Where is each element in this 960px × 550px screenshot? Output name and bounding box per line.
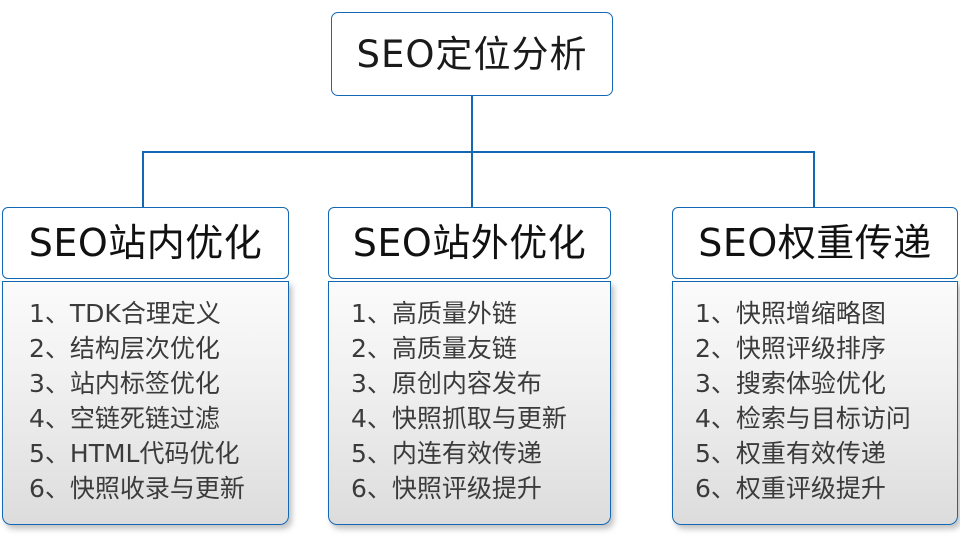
branch-column-2: SEO站外优化 1、 高质量外链 2、 高质量友链 3、 原创内容发布 4、 快 (328, 207, 611, 525)
list-item-index: 1、 (29, 299, 70, 328)
list-item: 3、 站内标签优化 (29, 366, 288, 401)
list-item: 3、 搜索体验优化 (695, 366, 957, 401)
list-item-index: 5、 (29, 439, 70, 468)
list-item-text: 空链死链过滤 (69, 404, 220, 433)
list-item-index: 6、 (29, 474, 70, 503)
list-item-index: 6、 (351, 474, 392, 503)
list-item-text: 搜索体验优化 (735, 369, 886, 398)
list-item: 1、 TDK合理定义 (29, 296, 288, 331)
list-item-text: 权重评级提升 (735, 474, 886, 503)
branch-header-1: SEO站内优化 (2, 207, 289, 279)
branch-item-list-2: 1、 高质量外链 2、 高质量友链 3、 原创内容发布 4、 快照抓取与更新 5… (329, 296, 610, 506)
list-item-text: 高质量友链 (391, 334, 517, 363)
list-item-text: 快照抓取与更新 (391, 404, 567, 433)
list-item-text: 站内标签优化 (69, 369, 220, 398)
list-item: 4、 快照抓取与更新 (351, 401, 610, 436)
list-item: 4、 检索与目标访问 (695, 401, 957, 436)
list-item-index: 4、 (351, 404, 392, 433)
connector-drop-branch-3 (813, 151, 815, 208)
list-item-index: 3、 (351, 369, 392, 398)
branch-column-3: SEO权重传递 1、 快照增缩略图 2、 快照评级排序 3、 搜索体验优化 4、 (672, 207, 958, 525)
branch-header-label-2: SEO站外优化 (352, 221, 587, 265)
root-node: SEO定位分析 (331, 12, 613, 96)
list-item-text: 快照收录与更新 (69, 474, 245, 503)
list-item: 2、 快照评级排序 (695, 331, 957, 366)
list-item-index: 5、 (695, 439, 736, 468)
list-item-index: 4、 (29, 404, 70, 433)
list-item-text: HTML代码优化 (69, 439, 240, 468)
branch-header-2: SEO站外优化 (328, 207, 611, 279)
list-item-index: 4、 (695, 404, 736, 433)
list-item-text: 快照评级排序 (735, 334, 886, 363)
list-item: 5、 内连有效传递 (351, 436, 610, 471)
branch-item-list-1: 1、 TDK合理定义 2、 结构层次优化 3、 站内标签优化 4、 空链死链过滤… (3, 296, 288, 506)
list-item: 4、 空链死链过滤 (29, 401, 288, 436)
list-item: 6、 权重评级提升 (695, 471, 957, 506)
list-item-text: 高质量外链 (391, 299, 517, 328)
branch-item-list-3: 1、 快照增缩略图 2、 快照评级排序 3、 搜索体验优化 4、 检索与目标访问… (673, 296, 957, 506)
branch-body-3: 1、 快照增缩略图 2、 快照评级排序 3、 搜索体验优化 4、 检索与目标访问… (672, 281, 958, 525)
list-item-index: 6、 (695, 474, 736, 503)
list-item-index: 3、 (695, 369, 736, 398)
list-item-index: 1、 (351, 299, 392, 328)
connector-horizontal-bus (142, 151, 815, 153)
list-item: 3、 原创内容发布 (351, 366, 610, 401)
list-item-index: 2、 (695, 334, 736, 363)
list-item-text: 原创内容发布 (391, 369, 542, 398)
list-item-text: 快照评级提升 (391, 474, 542, 503)
root-node-label: SEO定位分析 (356, 32, 588, 76)
list-item: 5、 权重有效传递 (695, 436, 957, 471)
branch-column-1: SEO站内优化 1、 TDK合理定义 2、 结构层次优化 3、 站内标签优化 4… (2, 207, 289, 525)
list-item-text: 内连有效传递 (391, 439, 542, 468)
branch-header-label-3: SEO权重传递 (698, 221, 932, 265)
connector-drop-branch-2 (471, 151, 473, 208)
list-item-text: 检索与目标访问 (735, 404, 911, 433)
list-item-index: 5、 (351, 439, 392, 468)
branch-body-1: 1、 TDK合理定义 2、 结构层次优化 3、 站内标签优化 4、 空链死链过滤… (2, 281, 289, 525)
list-item: 2、 结构层次优化 (29, 331, 288, 366)
connector-root-stem (471, 95, 473, 153)
list-item: 1、 高质量外链 (351, 296, 610, 331)
list-item-index: 3、 (29, 369, 70, 398)
list-item-index: 2、 (351, 334, 392, 363)
list-item: 1、 快照增缩略图 (695, 296, 957, 331)
list-item-text: 快照增缩略图 (735, 299, 886, 328)
list-item-text: 结构层次优化 (69, 334, 220, 363)
branch-body-2: 1、 高质量外链 2、 高质量友链 3、 原创内容发布 4、 快照抓取与更新 5… (328, 281, 611, 525)
connector-drop-branch-1 (142, 151, 144, 208)
list-item-index: 2、 (29, 334, 70, 363)
branch-header-3: SEO权重传递 (672, 207, 958, 279)
list-item-text: TDK合理定义 (69, 299, 221, 328)
list-item: 6、 快照评级提升 (351, 471, 610, 506)
list-item-text: 权重有效传递 (735, 439, 886, 468)
list-item: 5、 HTML代码优化 (29, 436, 288, 471)
branch-header-label-1: SEO站内优化 (28, 221, 263, 265)
list-item: 2、 高质量友链 (351, 331, 610, 366)
list-item-index: 1、 (695, 299, 736, 328)
list-item: 6、 快照收录与更新 (29, 471, 288, 506)
